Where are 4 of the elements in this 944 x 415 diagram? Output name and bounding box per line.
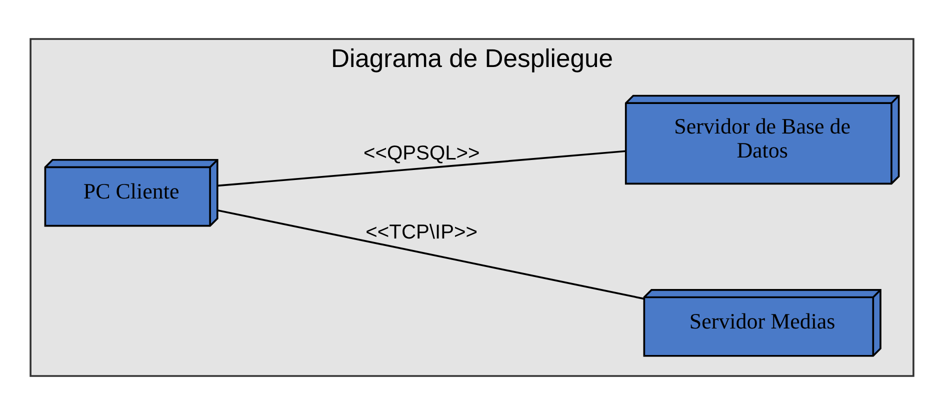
connector xyxy=(218,150,626,187)
connector xyxy=(218,210,644,300)
edge-label: <<TCP\IP>> xyxy=(366,221,478,244)
edge-label: <<QPSQL>> xyxy=(363,142,480,165)
